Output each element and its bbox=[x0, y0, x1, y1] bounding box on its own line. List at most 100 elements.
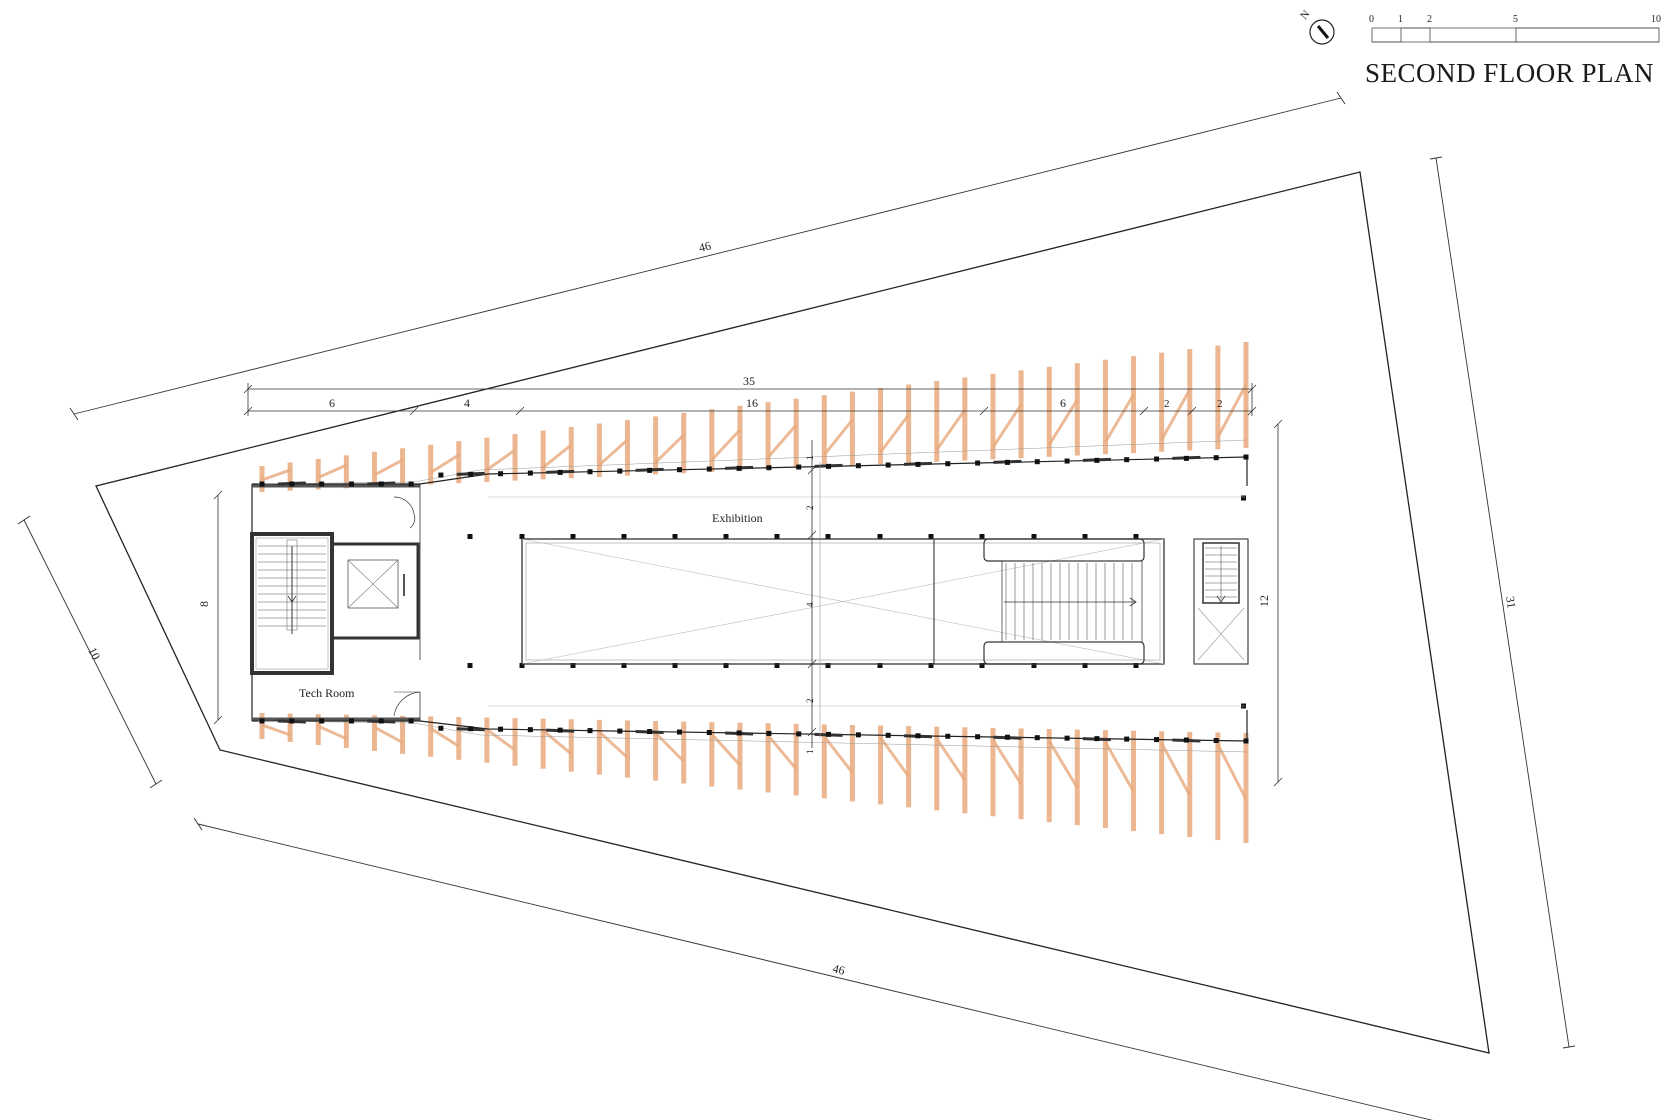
timber-fin bbox=[906, 384, 912, 464]
column bbox=[438, 725, 444, 731]
timber-fin bbox=[343, 455, 349, 489]
timber-fin bbox=[934, 726, 940, 811]
column bbox=[975, 734, 981, 740]
timber-fin bbox=[1187, 349, 1193, 451]
column bbox=[408, 718, 414, 724]
timber-brace bbox=[991, 739, 1023, 785]
column bbox=[519, 534, 525, 539]
column bbox=[796, 731, 802, 737]
timber-brace bbox=[1104, 393, 1135, 444]
column bbox=[723, 663, 729, 668]
timber-brace bbox=[935, 408, 967, 451]
site-boundary bbox=[95, 171, 1490, 1054]
timber-fin bbox=[1215, 732, 1221, 841]
timber-brace bbox=[486, 728, 516, 752]
column bbox=[1133, 534, 1139, 539]
column bbox=[587, 728, 593, 734]
dim-bay-top-2: 2 bbox=[805, 506, 815, 511]
column bbox=[1034, 459, 1040, 465]
timber-brace bbox=[766, 734, 798, 770]
dim-segment-4: 6 bbox=[1060, 396, 1066, 410]
column bbox=[570, 663, 576, 668]
timber-fin bbox=[428, 444, 434, 485]
column bbox=[706, 466, 712, 472]
column bbox=[676, 467, 682, 473]
timber-fin bbox=[456, 717, 462, 760]
timber-fin bbox=[540, 430, 546, 480]
timber-fin bbox=[990, 727, 996, 817]
timber-brace bbox=[879, 413, 910, 454]
dim-lines-side bbox=[213, 419, 1283, 787]
column bbox=[319, 481, 325, 487]
site-dimensions bbox=[17, 91, 1576, 1120]
tech-room-walls bbox=[252, 484, 421, 721]
dim-bay-bottom-1: 1 bbox=[805, 750, 815, 755]
column bbox=[468, 471, 474, 477]
timber-fin bbox=[484, 717, 490, 763]
column bbox=[378, 481, 384, 487]
timber-fin bbox=[793, 723, 799, 796]
dim-segment-3: 16 bbox=[746, 396, 758, 410]
column bbox=[557, 469, 563, 475]
timber-fin bbox=[681, 412, 687, 474]
timber-brace bbox=[486, 448, 516, 472]
timber-fin bbox=[737, 722, 743, 790]
room-label-tech-room: Tech Room bbox=[299, 686, 355, 700]
timber-brace bbox=[542, 443, 573, 469]
timber-fin bbox=[456, 441, 462, 484]
timber-fin bbox=[1243, 342, 1249, 448]
timber-fins-bottom bbox=[259, 713, 1249, 843]
north-arrow-icon: N bbox=[1298, 8, 1335, 45]
timber-brace bbox=[429, 453, 460, 474]
column bbox=[621, 663, 627, 668]
scale-tick-1: 1 bbox=[1398, 14, 1403, 25]
timber-brace bbox=[1216, 743, 1248, 800]
column bbox=[570, 534, 576, 539]
timber-fin bbox=[1159, 352, 1165, 452]
column bbox=[1183, 737, 1189, 743]
timber-brace bbox=[598, 438, 629, 467]
column bbox=[319, 718, 325, 724]
column bbox=[1082, 534, 1088, 539]
dim-width-left: 8 bbox=[197, 601, 211, 607]
timber-fin bbox=[1018, 728, 1024, 820]
scale-bar: 0 1 2 5 10 bbox=[1369, 14, 1661, 43]
column bbox=[915, 733, 921, 739]
column bbox=[1243, 738, 1249, 744]
column bbox=[1064, 735, 1070, 741]
timber-fin bbox=[512, 718, 518, 766]
timber-fin bbox=[821, 724, 827, 799]
columns bbox=[259, 454, 1249, 744]
column bbox=[438, 472, 444, 478]
timber-fin bbox=[1102, 730, 1108, 829]
column bbox=[945, 461, 951, 467]
timber-fin bbox=[484, 437, 490, 482]
column bbox=[826, 463, 832, 469]
timber-fin bbox=[1131, 730, 1137, 832]
column bbox=[706, 729, 712, 735]
timber-fin bbox=[793, 398, 799, 469]
atrium-void bbox=[521, 538, 1165, 665]
timber-fin bbox=[1018, 370, 1024, 459]
timber-fin bbox=[849, 725, 855, 802]
timber-brace bbox=[766, 423, 798, 459]
column bbox=[1213, 455, 1219, 461]
timber-fin bbox=[596, 719, 602, 775]
column bbox=[1034, 735, 1040, 741]
column bbox=[979, 663, 985, 668]
timber-fin bbox=[821, 395, 827, 467]
column bbox=[1133, 663, 1139, 668]
timber-fins-top bbox=[259, 342, 1249, 492]
column bbox=[877, 663, 883, 668]
column bbox=[1082, 663, 1088, 668]
column bbox=[527, 727, 533, 733]
timber-fin bbox=[709, 722, 715, 787]
timber-brace bbox=[654, 731, 685, 763]
timber-brace bbox=[373, 725, 404, 744]
column bbox=[1031, 663, 1037, 668]
timber-brace bbox=[823, 735, 854, 774]
timber-fin bbox=[315, 714, 321, 745]
timber-fin bbox=[400, 448, 406, 486]
column bbox=[1183, 455, 1189, 461]
column bbox=[348, 718, 354, 724]
